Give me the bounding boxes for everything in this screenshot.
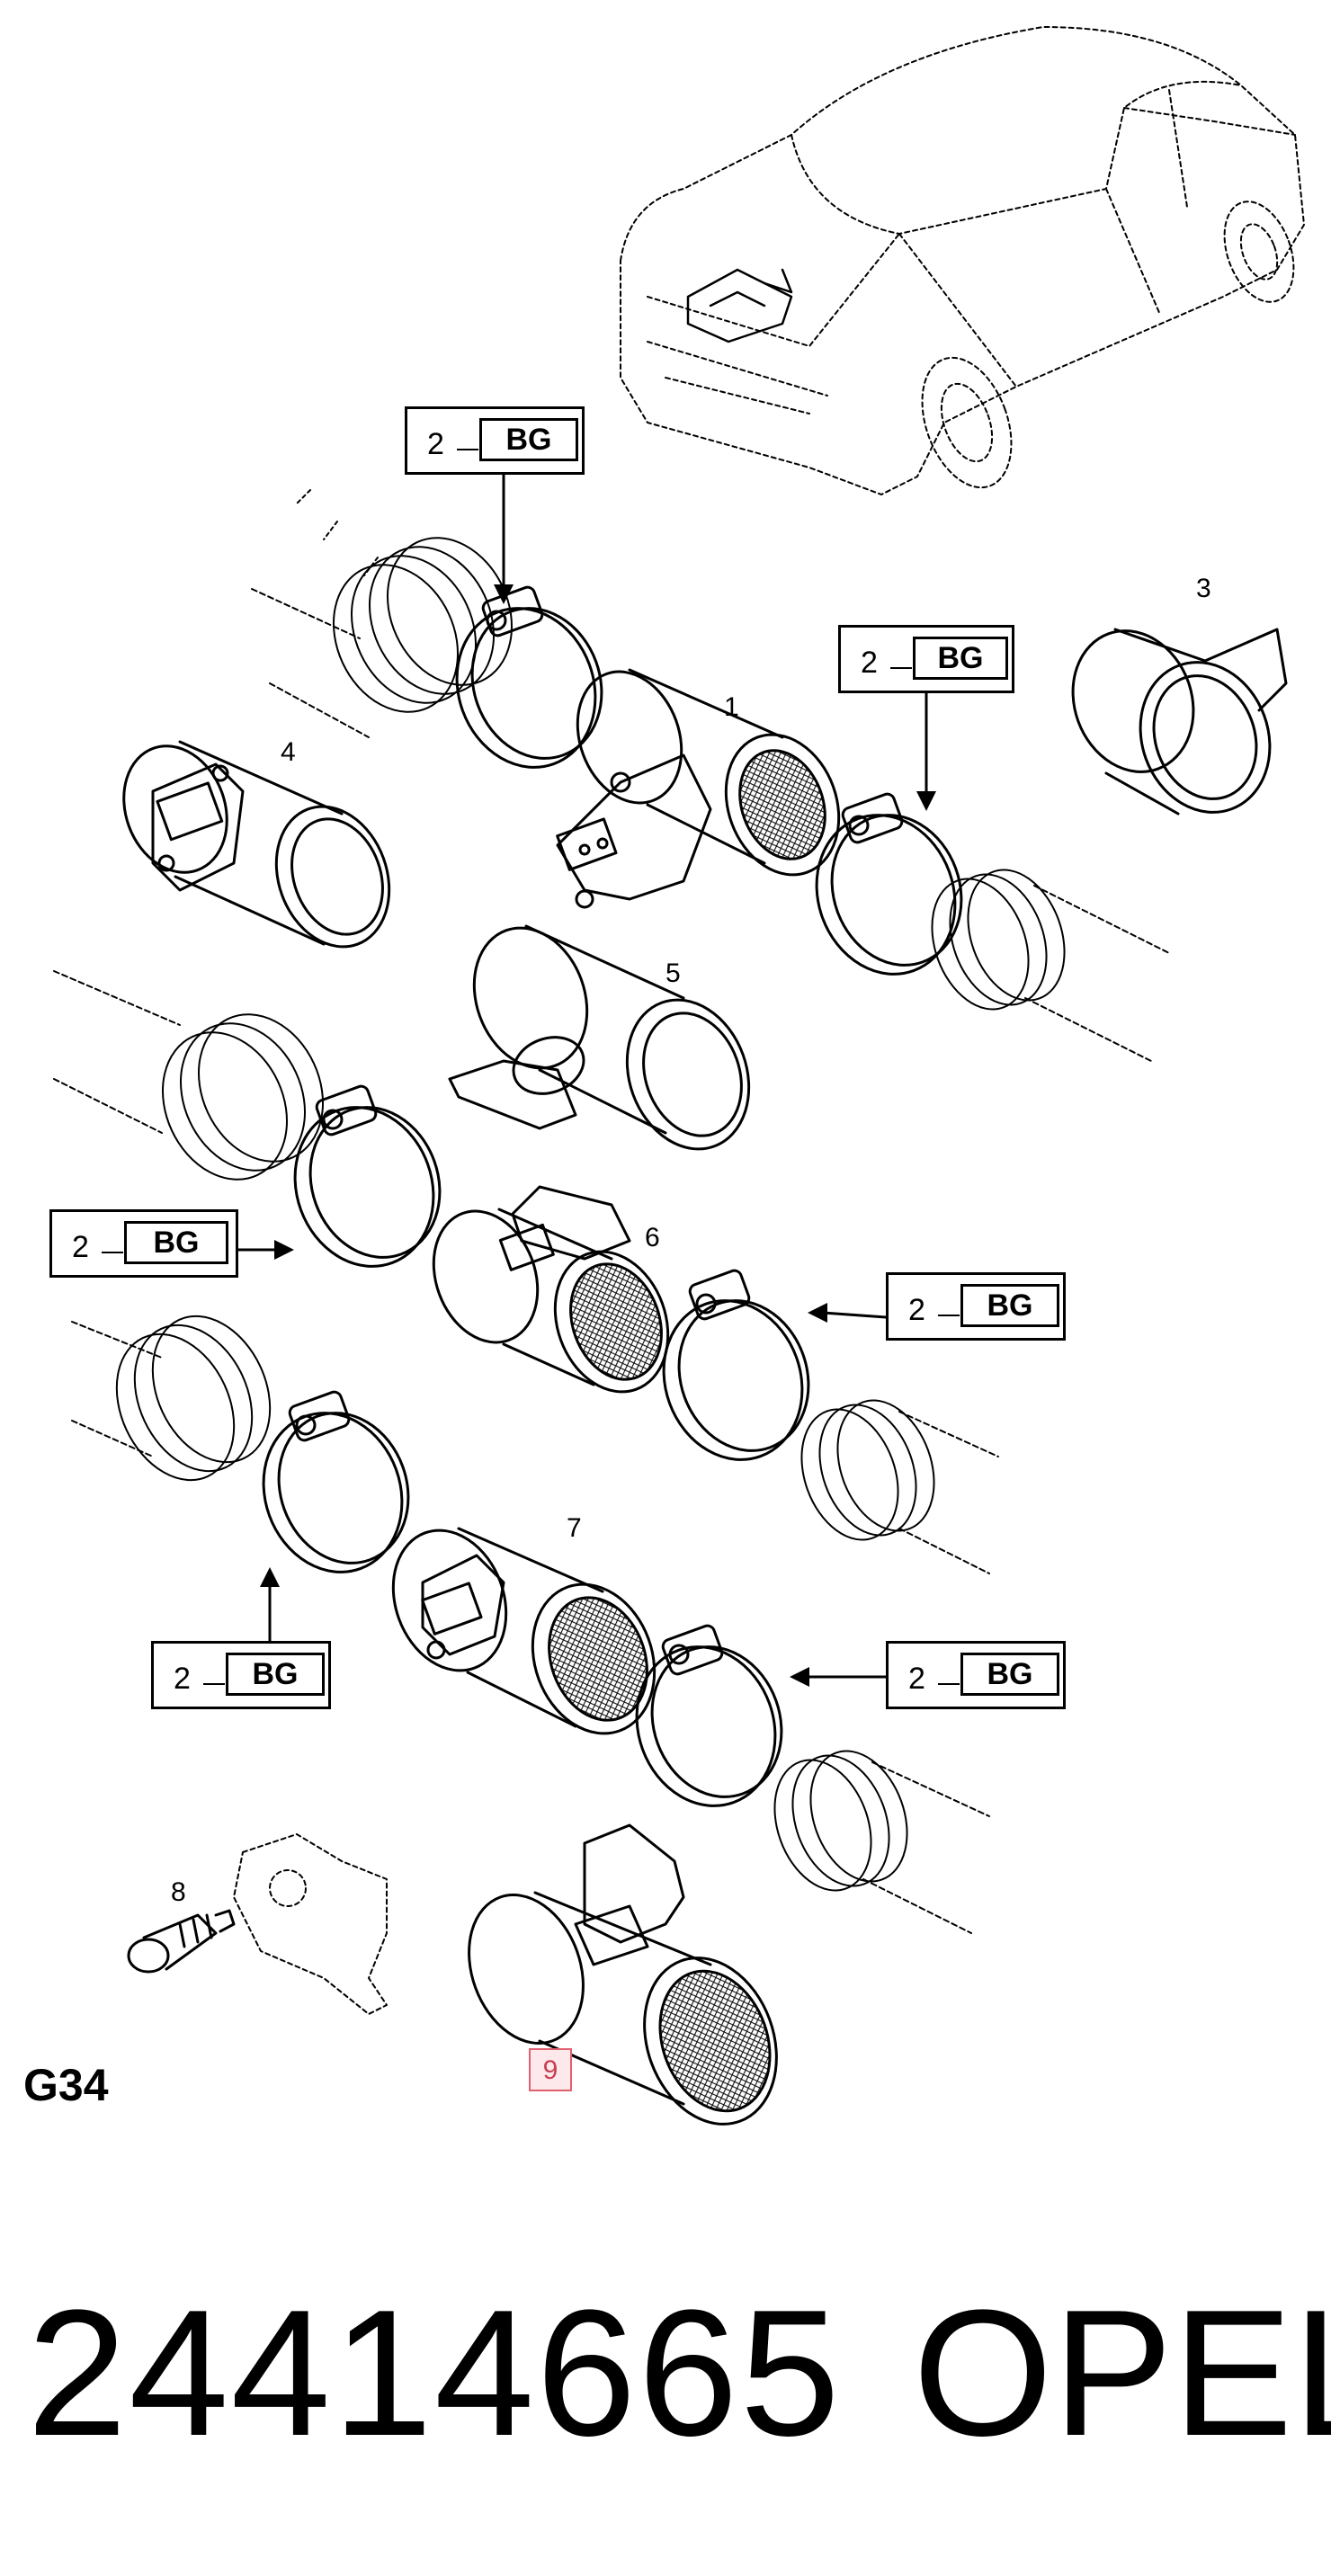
ref-box-bg: 2 BG xyxy=(49,1209,238,1278)
ref-box-dash xyxy=(102,1252,123,1253)
maf-sensor-part-4 xyxy=(122,740,391,949)
callout-9-highlight: 9 xyxy=(529,2048,572,2091)
maf-sensor-part-1 xyxy=(556,668,841,909)
ref-box-dash xyxy=(890,667,912,669)
ref-box-dash xyxy=(203,1683,225,1685)
callout-8: 8 xyxy=(171,1877,186,1907)
ref-box-dash xyxy=(457,449,478,450)
hose-clamp-6 xyxy=(635,1624,783,1807)
intake-hose-right-upper xyxy=(931,869,1170,1062)
ref-box-bg: 2 BG xyxy=(151,1641,331,1709)
ref-box-qty: 2 xyxy=(908,1662,925,1696)
ref-box-qty: 2 xyxy=(861,646,878,680)
car-illustration xyxy=(620,26,1305,495)
callout-4: 4 xyxy=(281,737,296,767)
ref-box-bg: 2 BG xyxy=(886,1272,1066,1341)
maf-sensor-part-7 xyxy=(391,1527,657,1735)
bolt-part-8 xyxy=(127,1909,236,1974)
intake-hose-left-middle xyxy=(53,970,324,1181)
car-engine-highlight xyxy=(686,268,793,343)
ref-box-code: BG xyxy=(479,418,578,461)
ref-box-qty: 2 xyxy=(908,1293,925,1327)
intake-hose-right-middle xyxy=(800,1399,999,1574)
callout-6: 6 xyxy=(645,1223,660,1252)
ref-box-qty: 2 xyxy=(427,427,444,461)
callout-1: 1 xyxy=(724,692,739,722)
hose-clamp-3 xyxy=(293,1084,442,1268)
intake-hose-upper-left xyxy=(251,489,513,738)
ref-box-code: BG xyxy=(960,1284,1059,1327)
ref-box-bg: 2 BG xyxy=(838,625,1014,693)
intake-hose-left-lower xyxy=(71,1315,272,1482)
ref-box-bg: 2 BG xyxy=(886,1641,1066,1709)
ref-box-code: BG xyxy=(913,637,1008,680)
section-code: G34 xyxy=(23,2060,109,2110)
maf-sensor-part-9 xyxy=(468,1823,778,2126)
ref-box-bg: 2 BG xyxy=(405,406,585,475)
leader-arrows xyxy=(237,470,928,1679)
ref-box-code: BG xyxy=(124,1221,228,1264)
brand-name: OPEL xyxy=(913,2273,1331,2473)
callout-3: 3 xyxy=(1196,574,1211,603)
sensor-bracket xyxy=(233,1833,388,2015)
hose-clamp-5 xyxy=(262,1390,410,1573)
ref-box-dash xyxy=(938,1315,960,1316)
ref-box-dash xyxy=(938,1683,960,1685)
intake-hose-right-lower xyxy=(773,1750,990,1934)
hose-clamp-4 xyxy=(662,1269,810,1461)
callout-5: 5 xyxy=(666,958,681,988)
hose-clamp-2 xyxy=(815,792,963,976)
maf-sensor-part-6 xyxy=(432,1185,670,1394)
maf-adapter-part-3 xyxy=(1071,628,1288,816)
ref-box-qty: 2 xyxy=(174,1662,191,1696)
ref-box-code: BG xyxy=(226,1653,325,1696)
ref-box-qty: 2 xyxy=(72,1230,89,1264)
arrow-heads xyxy=(260,584,936,1687)
ref-box-code: BG xyxy=(960,1653,1059,1696)
callout-7: 7 xyxy=(567,1513,582,1543)
part-number: 24414665 xyxy=(27,2273,842,2473)
maf-sensor-part-5 xyxy=(448,924,751,1151)
